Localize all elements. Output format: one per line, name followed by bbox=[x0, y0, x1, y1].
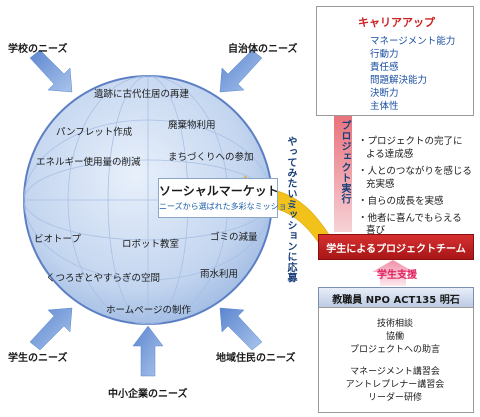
apply-label: やってみたいミッションに応募 bbox=[285, 136, 296, 283]
topic-relax: くつろぎとやすらぎの空間 bbox=[46, 273, 161, 284]
support-item: プロジェクトへの助言 bbox=[349, 345, 440, 355]
support-item: アントレプレナー講習会 bbox=[345, 380, 445, 390]
career-item: 決断力 bbox=[370, 88, 399, 99]
outcome-achievement-2: よる達成感 bbox=[366, 149, 414, 160]
support-arrow bbox=[372, 260, 414, 286]
arrow-school bbox=[29, 49, 73, 93]
market-title: ソーシャルマーケット bbox=[159, 184, 279, 198]
arrow-regional bbox=[219, 307, 263, 351]
support-item: マネージメント講習会 bbox=[350, 367, 440, 377]
need-school: 学校のニーズ bbox=[8, 44, 68, 55]
topic-town: まちづくりへの参加 bbox=[168, 152, 254, 163]
social-market-box: ソーシャルマーケット ニーズから選ばれた多彩なミッション bbox=[158, 178, 295, 218]
need-regional: 地域住民のニーズ bbox=[216, 353, 296, 364]
outcome-joy-2: 喜び bbox=[366, 225, 386, 236]
topic-energy: エネルギー使用量の削減 bbox=[36, 157, 141, 168]
career-item: 責任感 bbox=[370, 62, 399, 73]
topic-pamphlet: パンフレット作成 bbox=[56, 127, 133, 138]
support-box bbox=[318, 307, 474, 413]
student-team-bar: 学生によるプロジェクトチーム bbox=[318, 234, 474, 260]
student-support-label: 学生支援 bbox=[377, 270, 417, 281]
topic-garbage: ゴミの減量 bbox=[210, 232, 258, 243]
market-subtitle: ニーズから選ばれた多彩なミッション bbox=[159, 202, 295, 211]
topic-biotope: ビオトープ bbox=[34, 234, 81, 245]
arrow-student bbox=[29, 307, 73, 351]
outcome-joy-1: ・他者に喜んでもらえる bbox=[358, 213, 462, 224]
career-item: 主体性 bbox=[370, 101, 399, 112]
career-box bbox=[316, 6, 474, 116]
career-arrow bbox=[322, 36, 364, 232]
career-item: 行動力 bbox=[370, 49, 399, 60]
outcome-connection-2: 充実感 bbox=[366, 179, 395, 190]
career-item: マネージメント能力 bbox=[370, 36, 456, 47]
project-label: プロジェクト実行 bbox=[339, 120, 350, 204]
need-sme: 中小企業のニーズ bbox=[108, 389, 188, 400]
need-student: 学生のニーズ bbox=[8, 353, 68, 364]
staff-bar: 教職員 NPO ACT135 明石 bbox=[318, 287, 474, 309]
career-title: キャリアアップ bbox=[358, 16, 435, 29]
need-municipality: 自治体のニーズ bbox=[228, 44, 298, 55]
arrow-municipality bbox=[219, 49, 263, 93]
outcome-connection-1: ・人とのつながりを感じる bbox=[358, 166, 472, 177]
support-item: 協働 bbox=[385, 332, 404, 342]
outcome-achievement-1: ・プロジェクトの完了に bbox=[358, 136, 463, 147]
topic-robot: ロボット教室 bbox=[122, 239, 180, 250]
arrow-sme bbox=[132, 325, 164, 377]
career-item: 問題解決能力 bbox=[370, 75, 428, 86]
topic-waste: 廃棄物利用 bbox=[168, 120, 216, 131]
staff-label: 教職員 NPO ACT135 明石 bbox=[332, 295, 460, 306]
support-item: 技術相談 bbox=[376, 319, 413, 329]
topic-homepage: ホームページの制作 bbox=[106, 305, 192, 316]
need-arrows bbox=[29, 49, 263, 377]
outcome-growth: ・自らの成長を実感 bbox=[358, 196, 444, 207]
student-team-label: 学生によるプロジェクトチーム bbox=[326, 244, 466, 255]
topic-rain: 雨水利用 bbox=[200, 269, 239, 280]
support-item: リーダー研修 bbox=[367, 393, 422, 403]
topic-ruins: 遺跡に古代住居の再建 bbox=[94, 89, 190, 100]
